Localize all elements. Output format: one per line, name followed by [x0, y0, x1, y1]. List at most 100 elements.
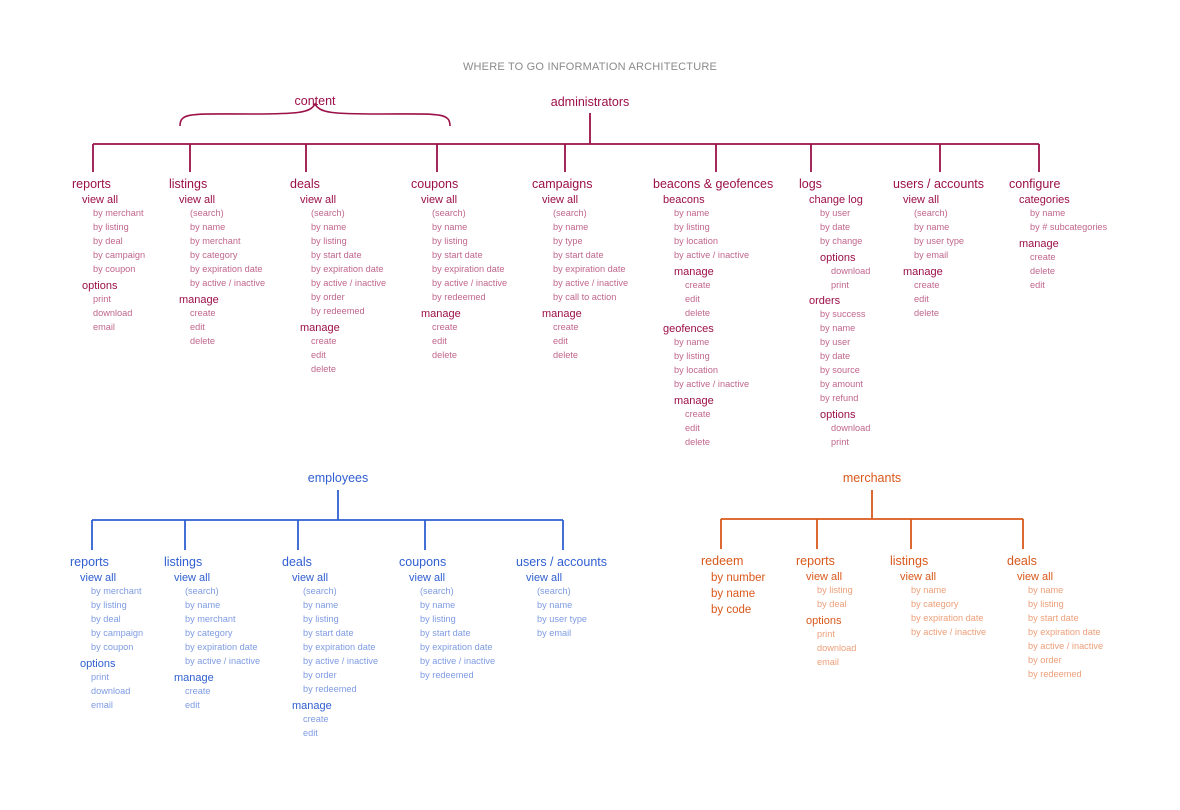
node-item-by-merchant: by merchant [185, 614, 236, 624]
node-header-configure: configure [1009, 177, 1061, 191]
node-item-by-listing: by listing [674, 351, 710, 361]
node-item-create: create [685, 279, 711, 290]
node-group-view-all: view all [900, 571, 937, 583]
node-item-by-listing: by listing [432, 236, 468, 246]
node-item-create: create [685, 408, 711, 419]
node-item-by-name: by name [914, 222, 950, 232]
node-item-by-order: by order [1028, 655, 1062, 665]
node-item-by-amount: by amount [820, 379, 863, 389]
node-item-by-start-date: by start date [432, 250, 483, 260]
node-item-by-email: by email [914, 250, 949, 260]
node-group-view-all: view all [1017, 571, 1054, 583]
node-header-coupons: coupons [399, 555, 447, 569]
node-item-by-name: by name [303, 600, 339, 610]
node-group-options: options [80, 657, 116, 670]
node-item-by-name: by name [674, 208, 710, 218]
node-group-view-all: view all [409, 572, 446, 584]
node-item-by-name: by name [820, 323, 856, 333]
node-item-delete: delete [311, 363, 337, 374]
node-group-manage: manage [179, 293, 219, 306]
node-item-by-listing: by listing [93, 222, 129, 232]
node-header-coupons: coupons [411, 177, 459, 191]
node-item-by-user: by user [820, 337, 851, 347]
node-group-view-all: view all [82, 194, 119, 206]
node-item-create: create [185, 685, 211, 696]
node-header-reports: reports [70, 555, 109, 569]
node-item-email: email [91, 699, 113, 710]
node-item-create: create [553, 321, 579, 332]
node-item-by-order: by order [311, 292, 345, 302]
node-item-print: print [817, 628, 835, 639]
node-item-by-type: by type [553, 236, 583, 246]
node-item-by-name: by name [674, 337, 710, 347]
node-item-by-campaign: by campaign [91, 628, 144, 638]
node-item-by-location: by location [674, 236, 718, 246]
merchants-root: merchants [843, 471, 901, 485]
node-group-view-all: view all [174, 572, 211, 584]
node-item-create: create [914, 279, 940, 290]
node-item-by-active-inactive: by active / inactive [674, 379, 750, 389]
node-item-edit: edit [685, 293, 700, 304]
node-item-create: create [303, 713, 329, 724]
node-header-campaigns: campaigns [532, 177, 593, 191]
node-item-download: download [91, 685, 131, 696]
node-item-by-date: by date [820, 222, 851, 232]
node-item-search: (search) [190, 208, 224, 218]
node-item-by-active-inactive: by active / inactive [432, 278, 508, 288]
node-item-by-redeemed: by redeemed [432, 292, 486, 302]
employees-label: employees [307, 471, 369, 485]
node-item-search: (search) [185, 586, 219, 596]
node-item-edit: edit [432, 335, 447, 346]
node-header-listings: listings [169, 177, 208, 191]
node-item-by-expiration-date: by expiration date [311, 264, 384, 274]
node-item-by-listing: by listing [311, 236, 347, 246]
node-item-by-expiration-date: by expiration date [185, 642, 258, 652]
node-item-download: download [831, 422, 871, 433]
node-item-by-listing: by listing [420, 614, 456, 624]
node-header-redeem: redeem [701, 554, 744, 568]
node-item-by-order: by order [303, 670, 337, 680]
node-item-by-listing: by listing [303, 614, 339, 624]
node-group-options: options [820, 408, 856, 421]
node-item-delete: delete [1030, 265, 1056, 276]
node-header-users-accounts: users / accounts [893, 177, 985, 191]
node-item-by-redeemed: by redeemed [420, 670, 474, 680]
node-item-by-expiration-date: by expiration date [420, 642, 493, 652]
node-item-search: (search) [553, 208, 587, 218]
node-item-print: print [93, 293, 111, 304]
node-group-view-all: view all [542, 194, 579, 206]
node-item-email: email [93, 321, 115, 332]
node-item-by-location: by location [674, 365, 718, 375]
node-item-by-redeemed: by redeemed [1028, 669, 1082, 679]
merchants-label: merchants [842, 471, 902, 485]
node-group-view-all: view all [421, 194, 458, 206]
node-group-beacons: beacons [663, 194, 705, 206]
node-item-edit: edit [185, 699, 200, 710]
node-group-by-number: by number [711, 572, 766, 584]
node-header-reports: reports [72, 177, 111, 191]
node-item-by-active-inactive: by active / inactive [311, 278, 387, 288]
node-group-view-all: view all [292, 572, 329, 584]
node-item-by-active-inactive: by active / inactive [420, 656, 496, 666]
content-label: content [294, 94, 335, 108]
node-item-create: create [1030, 251, 1056, 262]
diagram-title: WHERE TO GO INFORMATION ARCHITECTURE [462, 61, 718, 73]
node-item-by-call-to-action: by call to action [553, 292, 617, 302]
node-item-by-name: by name [911, 585, 947, 595]
node-item-by-start-date: by start date [303, 628, 354, 638]
node-item-delete: delete [432, 349, 458, 360]
node-item-by-deal: by deal [91, 614, 121, 624]
node-group-geofences: geofences [663, 323, 714, 335]
node-item-search: (search) [537, 586, 571, 596]
node-group-view-all: view all [179, 194, 216, 206]
node-item-download: download [831, 265, 871, 276]
node-item-by-listing: by listing [817, 585, 853, 595]
node-item-by-category: by category [911, 599, 959, 609]
node-item-by-expiration-date: by expiration date [190, 264, 263, 274]
node-group-manage: manage [1019, 237, 1059, 250]
node-item-edit: edit [685, 422, 700, 433]
node-item-by-active-inactive: by active / inactive [185, 656, 261, 666]
node-group-change-log: change log [809, 194, 863, 206]
node-item-search: (search) [311, 208, 345, 218]
node-item-by-name: by name [311, 222, 347, 232]
